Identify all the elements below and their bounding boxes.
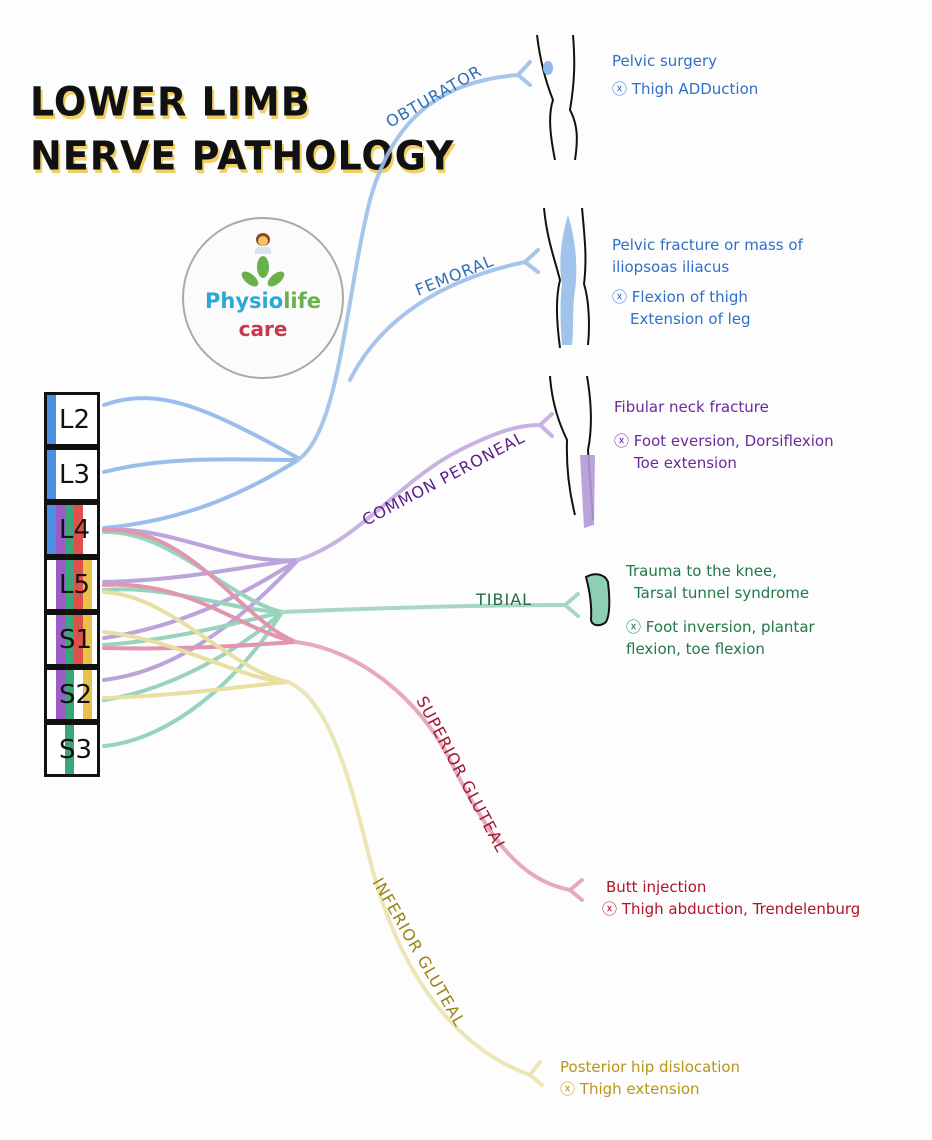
logo-subtitle: care — [238, 317, 288, 341]
tibial-cause-2: Tarsal tunnel syndrome — [634, 584, 810, 602]
root-label: L2 — [59, 405, 91, 435]
root-label: L5 — [59, 570, 91, 600]
foot-sketch-tibial — [584, 573, 611, 627]
tibial-notes: Trauma to the knee, Tarsal tunnel syndro… — [626, 560, 815, 660]
root-path-l5-green — [102, 587, 284, 614]
deficit-text: Foot inversion, plantar — [645, 618, 815, 636]
peroneal-region-mark — [580, 455, 595, 528]
deficit-marker-icon: ⓧ — [560, 1080, 576, 1098]
femoral-fork — [523, 248, 540, 274]
tibial-deficit: ⓧ Foot inversion, plantar — [626, 616, 815, 638]
superior-gluteal-notes: Butt injection ⓧ Thigh abduction, Trende… — [602, 876, 860, 920]
root-label: S3 — [59, 735, 93, 765]
thigh-sketch-obturator — [536, 34, 578, 161]
obturator-deficit: ⓧ Thigh ADDuction — [612, 78, 758, 100]
femoral-region-mark — [560, 215, 577, 345]
logo-brand: Physiolife — [184, 289, 342, 313]
root-label: L4 — [59, 515, 91, 545]
superior-gluteal-fork — [568, 878, 584, 902]
root-segment-l2: L2 — [44, 392, 100, 447]
thigh-sketch-femoral — [543, 207, 590, 349]
root-label: L3 — [59, 460, 91, 490]
deficit-marker-icon: ⓧ — [602, 900, 618, 918]
nerve-label-tibial: TIBIAL — [475, 590, 532, 609]
deficit-text: Thigh extension — [579, 1080, 700, 1098]
inferior-gluteal-deficit: ⓧ Thigh extension — [560, 1078, 740, 1100]
tibial-deficit-2: flexion, toe flexion — [626, 640, 765, 658]
physiolife-logo: Physiolife care — [182, 217, 344, 379]
common-peroneal-deficit: ⓧ Foot eversion, Dorsiflexion — [614, 430, 834, 452]
common-peroneal-fork — [538, 412, 554, 438]
root-path-l5-gold — [102, 590, 290, 684]
inferior-gluteal-notes: Posterior hip dislocation ⓧ Thigh extens… — [560, 1056, 740, 1100]
root-path-l3 — [102, 457, 300, 474]
root-path-s1-purple — [102, 558, 300, 640]
tibial-path — [280, 603, 567, 614]
logo-brand-part2: life — [283, 289, 321, 313]
deficit-marker-icon: ⓧ — [626, 618, 642, 636]
root-segment-l5: L5 — [44, 557, 100, 612]
femoral-cause-1: Pelvic fracture or mass of — [612, 236, 803, 254]
common-peroneal-path — [296, 423, 542, 562]
root-segment-s2: S2 — [44, 667, 100, 722]
deficit-text: Thigh abduction, Trendelenburg — [621, 900, 861, 918]
femoral-notes: Pelvic fracture or mass of iliopsoas ili… — [612, 234, 803, 330]
deficit-marker-icon: ⓧ — [612, 288, 628, 306]
obturator-fork — [516, 60, 532, 87]
root-path-s2-gold — [102, 680, 290, 700]
root-segment-l3: L3 — [44, 447, 100, 502]
superior-gluteal-path — [294, 640, 572, 892]
logo-brand-part1: Physio — [205, 289, 284, 313]
nerve-label-obturator: OBTURATOR — [383, 61, 486, 131]
root-path-s1-gold — [102, 630, 290, 684]
obturator-notes: Pelvic surgery ⓧ Thigh ADDuction — [612, 50, 758, 100]
femoral-deficit-2: Extension of leg — [630, 310, 751, 328]
root-path-s3-green — [102, 610, 284, 748]
nerve-label-inferior-gluteal: INFERIOR GLUTEAL — [369, 875, 470, 1031]
root-path-l2 — [102, 396, 300, 460]
root-path-l4-blue — [102, 458, 300, 530]
root-segment-s3: S3 — [44, 722, 100, 777]
inferior-gluteal-cause: Posterior hip dislocation — [560, 1058, 741, 1076]
common-peroneal-notes: Fibular neck fracture ⓧ Foot eversion, D… — [614, 396, 834, 474]
common-peroneal-deficit-2: Toe extension — [634, 454, 737, 472]
root-path-l5-purple — [102, 558, 300, 584]
obturator-region-mark — [543, 61, 553, 75]
deficit-text: Flexion of thigh — [631, 288, 748, 306]
root-segment-l4: L4 — [44, 502, 100, 557]
femoral-deficit: ⓧ Flexion of thigh — [612, 286, 803, 308]
nerve-label-femoral: FEMORAL — [412, 251, 496, 300]
obturator-cause: Pelvic surgery — [612, 52, 717, 70]
root-label: S1 — [59, 625, 93, 655]
deficit-text: Thigh ADDuction — [631, 80, 759, 98]
root-label: S2 — [59, 680, 93, 710]
obturator-path — [296, 73, 520, 462]
title-line-2: NERVE PATHOLOGY — [30, 132, 455, 180]
superior-gluteal-deficit: ⓧ Thigh abduction, Trendelenburg — [602, 898, 860, 920]
title-line-1: LOWER LIMB — [30, 78, 311, 126]
nerve-label-common-peroneal: COMMON PERONEAL — [359, 428, 528, 530]
root-path-s2-purple — [102, 558, 300, 682]
inferior-gluteal-fork — [528, 1060, 544, 1087]
superior-gluteal-cause: Butt injection — [606, 878, 707, 896]
leaf-icon — [241, 256, 285, 287]
deficit-marker-icon: ⓧ — [612, 80, 628, 98]
deficit-text: Foot eversion, Dorsiflexion — [633, 432, 834, 450]
root-segment-s1: S1 — [44, 612, 100, 667]
root-path-l4-red — [102, 527, 298, 644]
doctor-emoji-icon — [253, 233, 273, 255]
deficit-marker-icon: ⓧ — [614, 432, 630, 450]
nerve-label-superior-gluteal: SUPERIOR GLUTEAL — [412, 693, 511, 856]
femoral-cause-2: iliopsoas iliacus — [612, 258, 730, 276]
tibial-cause-1: Trauma to the knee, — [626, 562, 778, 580]
common-peroneal-cause: Fibular neck fracture — [614, 398, 769, 416]
inferior-gluteal-path — [286, 680, 532, 1077]
tibial-fork — [563, 592, 580, 618]
femoral-path — [348, 260, 527, 382]
root-path-l5-red — [102, 582, 298, 644]
